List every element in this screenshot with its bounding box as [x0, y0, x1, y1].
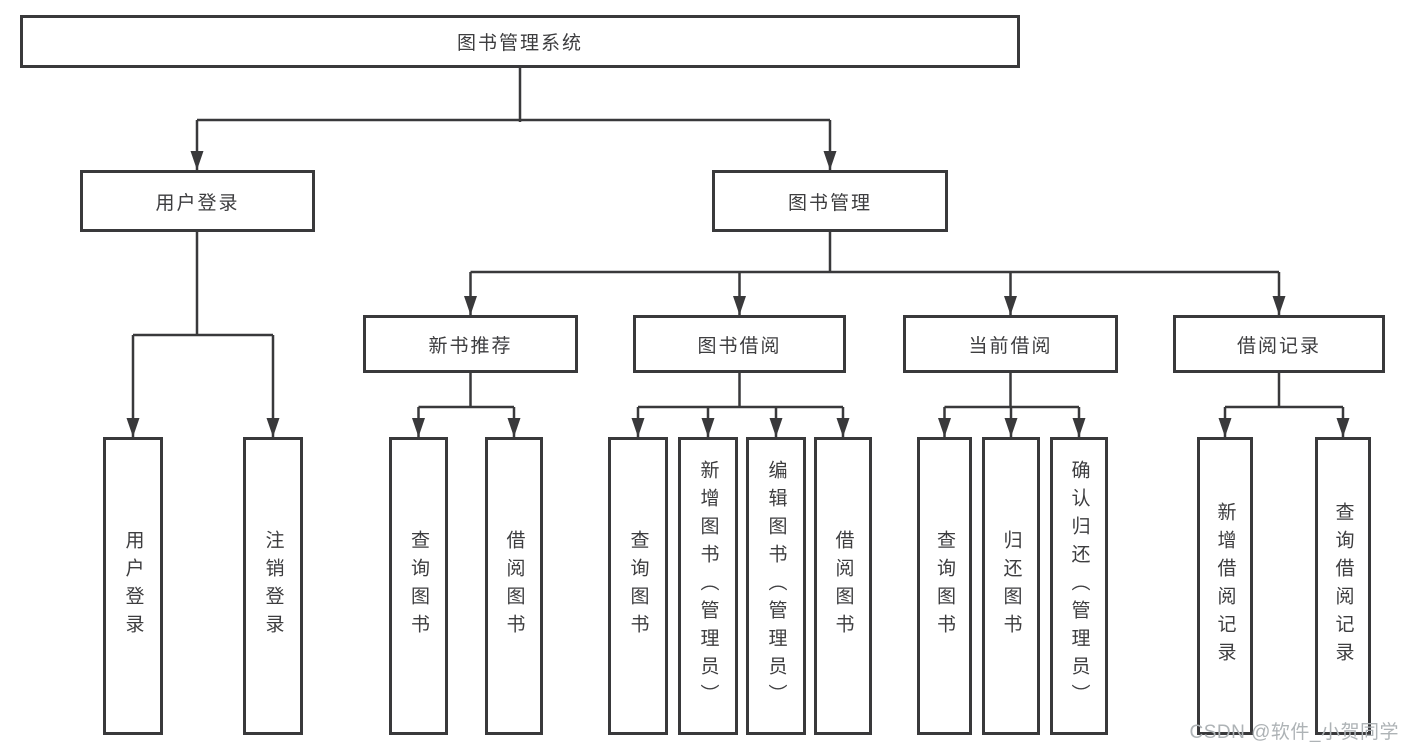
- node-label: 编辑图书（管理员）: [765, 460, 787, 712]
- node-label: 归还图书: [1000, 530, 1022, 642]
- leaf-current-query-book: 查询图书: [917, 437, 972, 735]
- leaf-recommend-query-book: 查询图书: [389, 437, 448, 735]
- node-label: 借阅图书: [832, 530, 854, 642]
- leaf-logout: 注销登录: [243, 437, 303, 735]
- leaf-current-confirm-return-admin: 确认归还（管理员）: [1050, 437, 1108, 735]
- node-book-management: 图书管理: [712, 170, 948, 232]
- connector-lines: [131, 66, 1345, 437]
- leaf-borrow-edit-book-admin: 编辑图书（管理员）: [746, 437, 806, 735]
- node-label: 用户登录: [155, 192, 240, 214]
- node-label: 确认归还（管理员）: [1068, 460, 1090, 712]
- node-label: 图书借阅: [697, 335, 782, 357]
- node-label: 查询借阅记录: [1332, 502, 1354, 670]
- node-label: 图书管理系统: [456, 33, 583, 54]
- leaf-borrow-add-book-admin: 新增图书（管理员）: [678, 437, 738, 735]
- node-label: 查询图书: [408, 530, 429, 642]
- node-new-book-recommend: 新书推荐: [363, 315, 578, 373]
- node-root-system: 图书管理系统: [20, 15, 1020, 68]
- leaf-user-login: 用户登录: [103, 437, 163, 735]
- leaf-current-return-book: 归还图书: [982, 437, 1040, 735]
- node-label: 用户登录: [122, 530, 144, 642]
- node-label: 当前借阅: [968, 335, 1053, 357]
- node-label: 借阅记录: [1236, 335, 1321, 357]
- node-label: 注销登录: [262, 530, 284, 642]
- node-label: 新增图书（管理员）: [697, 460, 719, 712]
- node-label: 查询图书: [934, 530, 955, 642]
- node-label: 图书管理: [787, 192, 872, 214]
- node-book-borrow: 图书借阅: [633, 315, 846, 373]
- node-label: 新书推荐: [428, 335, 513, 357]
- leaf-recommend-borrow-book: 借阅图书: [485, 437, 543, 735]
- node-label: 新增借阅记录: [1214, 502, 1236, 670]
- leaf-borrow-query-book: 查询图书: [608, 437, 668, 735]
- csdn-watermark: CSDN @软件_小贺同学: [1189, 722, 1399, 743]
- leaf-borrow-borrow-book: 借阅图书: [814, 437, 872, 735]
- node-label: 借阅图书: [503, 530, 525, 642]
- node-user-login: 用户登录: [80, 170, 315, 232]
- node-borrow-records: 借阅记录: [1173, 315, 1385, 373]
- leaf-records-query-record: 查询借阅记录: [1315, 437, 1371, 735]
- leaf-records-add-record: 新增借阅记录: [1197, 437, 1253, 735]
- node-label: 查询图书: [627, 530, 649, 642]
- node-current-borrow: 当前借阅: [903, 315, 1118, 373]
